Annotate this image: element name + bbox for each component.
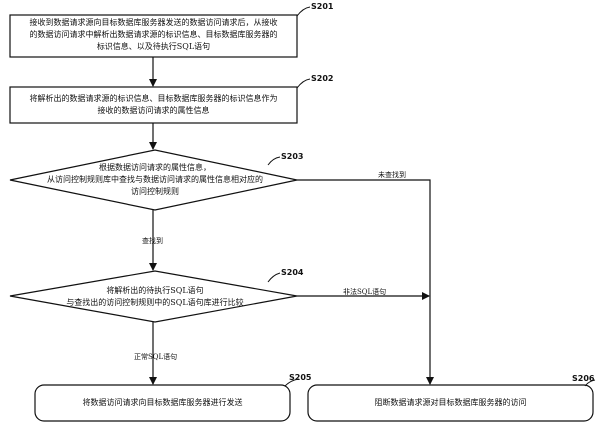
step-s205-number: S205 (289, 373, 312, 382)
step-s202-number: S202 (311, 74, 334, 83)
edge-label-found: 查找到 (142, 237, 163, 245)
edge-label-illegal-sql: 非法SQL语句 (343, 288, 387, 296)
step-s201-line-2: 的数据访问请求中解析出数据请求源的标识信息、目标数据库服务器的 (29, 30, 278, 39)
s204-leader-line (267, 272, 281, 283)
step-s203-text: 根据数据访问请求的属性信息， 从访问控制规则库中查找与数据访问请求的属性信息相对… (30, 162, 280, 198)
step-s206-box (307, 384, 594, 422)
step-s202-text: 将解析出的数据请求源的标识信息、目标数据库服务器的标识信息作为 接收的数据访问请… (12, 93, 295, 117)
step-s201-line-3: 标识信息、以及待执行SQL语句 (96, 42, 211, 51)
step-s205-box (34, 384, 291, 422)
edge-label-normal-sql: 正常SQL语句 (134, 353, 178, 361)
step-s205-text: 将数据访问请求向目标数据库服务器进行发送 (37, 397, 288, 409)
step-s201-text: 接收到数据请求源向目标数据库服务器发送的数据访问请求后，从接收 的数据访问请求中… (12, 17, 295, 53)
step-s201-line-1: 接收到数据请求源向目标数据库服务器发送的数据访问请求后，从接收 (29, 18, 278, 27)
step-s204-number: S204 (281, 268, 304, 277)
step-s206-number: S206 (572, 374, 595, 383)
step-s201-number: S201 (311, 2, 334, 11)
step-s203-line-3: 访问控制规则 (131, 187, 179, 196)
step-s204-line-2: 与查找出的访问控制规则中的SQL语句库进行比较 (66, 298, 244, 307)
step-s206-line-1: 阻断数据请求源对目标数据库服务器的访问 (374, 398, 527, 407)
arrow-s203-s206 (297, 179, 434, 385)
step-s203-line-1: 根据数据访问请求的属性信息， (99, 163, 211, 172)
step-s203-line-2: 从访问控制规则库中查找与数据访问请求的属性信息相对应的 (47, 175, 263, 184)
step-s202-line-2: 接收的数据访问请求的属性信息 (97, 106, 210, 115)
s202-leader-line (296, 78, 311, 89)
step-s204-line-1: 将解析出的待执行SQL语句 (106, 286, 204, 295)
step-s203-number: S203 (281, 152, 304, 161)
step-s204-text: 将解析出的待执行SQL语句 与查找出的访问控制规则中的SQL语句库进行比较 (30, 285, 280, 309)
edge-label-not-found: 未查找到 (378, 171, 406, 179)
s201-leader-line (296, 6, 311, 17)
step-s202-line-1: 将解析出的数据请求源的标识信息、目标数据库服务器的标识信息作为 (29, 94, 278, 103)
s206-leader-line (584, 379, 596, 387)
step-s206-text: 阻断数据请求源对目标数据库服务器的访问 (310, 397, 591, 409)
step-s205-line-1: 将数据访问请求向目标数据库服务器进行发送 (82, 398, 243, 407)
s203-leader-line (267, 156, 281, 166)
s205-leader-line (284, 378, 300, 387)
